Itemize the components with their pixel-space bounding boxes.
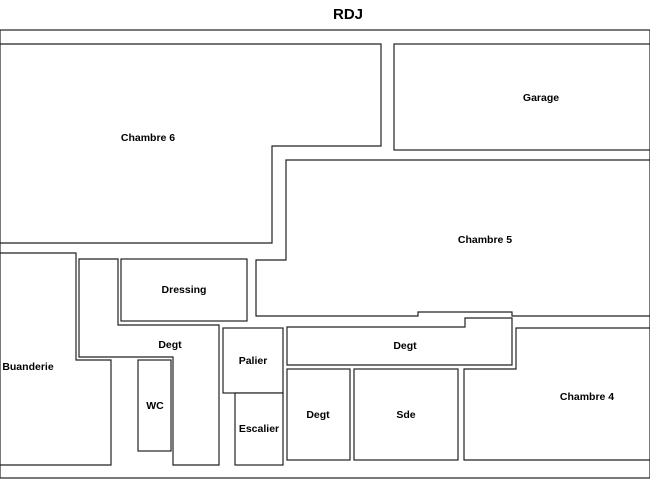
label-chambre-6: Chambre 6 xyxy=(121,132,175,144)
room-degt-right xyxy=(286,317,513,366)
room-degt-left xyxy=(78,258,220,466)
label-buanderie: Buanderie xyxy=(2,361,54,373)
room-escalier xyxy=(234,392,284,466)
label-degt-right: Degt xyxy=(393,340,417,352)
room-sde xyxy=(353,368,459,461)
label-wc: WC xyxy=(146,400,164,412)
label-chambre-4: Chambre 4 xyxy=(560,391,614,403)
room-chambre-4 xyxy=(463,327,650,461)
label-palier: Palier xyxy=(239,355,268,367)
room-buanderie xyxy=(0,252,112,466)
label-dressing: Dressing xyxy=(162,284,207,296)
label-escalier: Escalier xyxy=(239,423,279,435)
plan-title: RDJ xyxy=(333,6,363,23)
room-chambre-5 xyxy=(255,159,650,317)
room-degt-small xyxy=(286,368,351,461)
room-dressing xyxy=(120,258,248,322)
label-chambre-5: Chambre 5 xyxy=(458,234,512,246)
label-degt-left: Degt xyxy=(158,339,182,351)
label-degt-small: Degt xyxy=(306,409,330,421)
room-wc xyxy=(137,359,172,452)
label-garage: Garage xyxy=(523,92,559,104)
label-sde: Sde xyxy=(396,409,415,421)
room-chambre-6 xyxy=(0,43,382,244)
room-garage xyxy=(393,43,650,151)
